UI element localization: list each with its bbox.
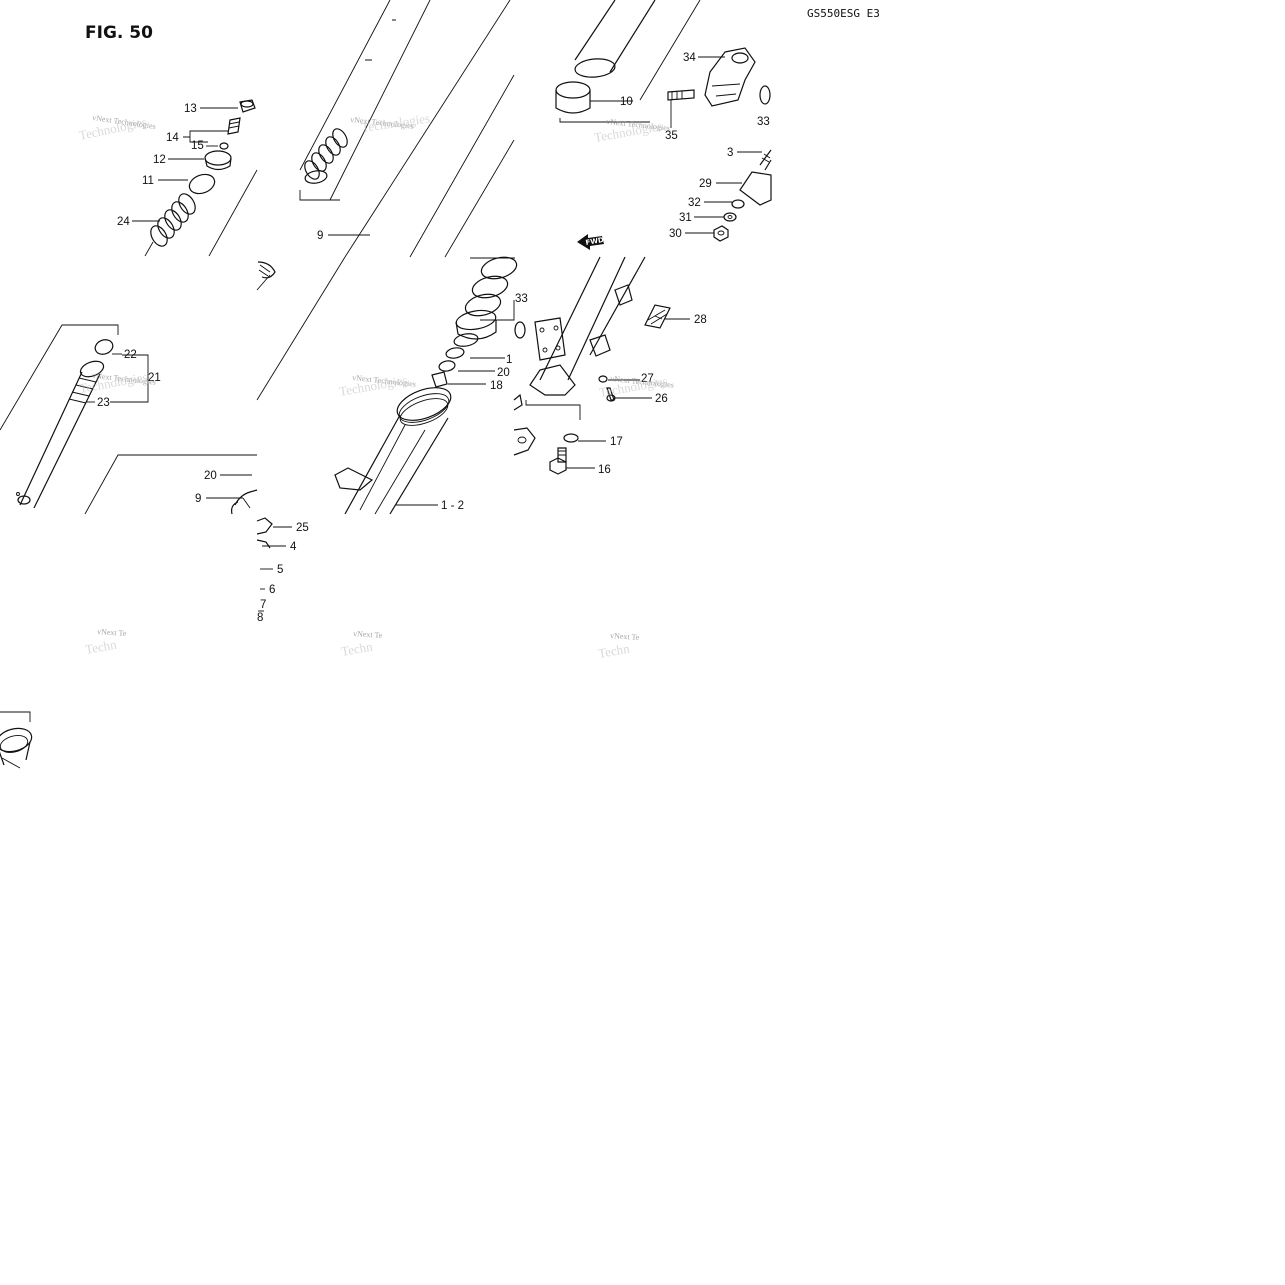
- watermark: vNext Te: [97, 627, 127, 638]
- watermark: Technologies: [360, 110, 431, 134]
- watermark: vNext Te: [353, 629, 383, 640]
- callout-16: 16: [598, 464, 611, 476]
- washer-part: [445, 347, 465, 359]
- fork-outline: [256, 256, 346, 401]
- stopper-bolt-part: [667, 89, 695, 101]
- callout-18: 18: [490, 380, 503, 392]
- watermark: Techn: [597, 641, 631, 661]
- damper-rod-part: [16, 360, 105, 509]
- watermark: Techn: [340, 639, 374, 659]
- reflector-part: [644, 304, 671, 329]
- damper-spring-part: [304, 128, 348, 184]
- piston-ring-part: [94, 339, 114, 355]
- oil-lock-piece-part: [231, 489, 258, 515]
- rebound-spring-part: [464, 256, 518, 317]
- callout-31: 31: [679, 212, 692, 224]
- oil-seal-part: [455, 309, 497, 340]
- callout-9: 8: [257, 612, 263, 624]
- callout-11: 11: [142, 175, 154, 187]
- callout-33: 33: [757, 116, 770, 128]
- callout-14: 14: [166, 132, 179, 144]
- cap-bolt-part: [239, 99, 256, 113]
- nut-part: [713, 225, 729, 242]
- callout-29: 29: [699, 178, 712, 190]
- gasket-part: [563, 433, 579, 443]
- callout-4: 9: [195, 493, 201, 505]
- callout-9: 9: [317, 230, 323, 242]
- callout-23: 23: [97, 397, 110, 409]
- callout-27: 27: [641, 373, 654, 385]
- gasket-part: [514, 321, 526, 339]
- spring-seat-part: [0, 711, 33, 769]
- callout-3: 3: [727, 147, 733, 159]
- bushing-part: [555, 81, 591, 114]
- callout-15: 15: [191, 140, 204, 152]
- figure-title: FIG. 50: [85, 23, 153, 43]
- axle-holder-part: [513, 427, 536, 456]
- callout-28: 28: [694, 314, 707, 326]
- callout-8: 6: [269, 584, 275, 596]
- spring-washer-part: [731, 199, 745, 209]
- callout-12: 12: [153, 154, 166, 166]
- adjuster-screw-part: [227, 117, 241, 135]
- outer-tube-part: [525, 256, 646, 420]
- callout-6: 4: [290, 541, 297, 553]
- callout-34: 34: [683, 52, 696, 64]
- fork-spring-part: [150, 193, 196, 247]
- fork-outer-tube-outline: [299, 0, 515, 258]
- oil-lock-piece-part: [256, 517, 273, 549]
- axle-holder-part: [704, 47, 756, 107]
- inner-tube-part: [574, 0, 656, 78]
- washer-part: [453, 333, 479, 347]
- callout-35: 35: [665, 130, 678, 142]
- seal-ring-part: [188, 173, 216, 195]
- fork-cap-part: [204, 150, 232, 171]
- callout-26: 26: [655, 393, 668, 405]
- callout-1: 1: [506, 354, 512, 366]
- axle-cap-part: [739, 171, 772, 206]
- svg-text:FWD: FWD: [585, 236, 605, 247]
- watermark: Techn: [84, 637, 118, 657]
- callout-21: 21: [148, 372, 161, 384]
- callout-13: 13: [184, 103, 197, 115]
- cylinder-part: [334, 371, 452, 515]
- leader-line: [183, 130, 228, 143]
- fwd-arrow-icon: FWD: [577, 234, 605, 250]
- leader-bracket: [480, 300, 515, 321]
- callout-20: 7: [260, 599, 266, 611]
- callout-25: 20: [204, 470, 217, 482]
- allen-bolt-part: [549, 447, 567, 475]
- callout-17: 17: [610, 436, 623, 448]
- callout-33: 33: [515, 293, 528, 305]
- fork-outline: [559, 0, 701, 123]
- callout-20: 20: [497, 367, 510, 379]
- axle-stud-part: [759, 149, 772, 171]
- callout-22: 22: [124, 349, 137, 361]
- leader-bracket: [110, 354, 149, 403]
- cylinder-seat-part: [256, 261, 276, 291]
- o-ring-part: [219, 142, 229, 150]
- callout-10: 10: [620, 96, 633, 108]
- plain-washer-part: [723, 212, 737, 222]
- callout-30: 30: [669, 228, 682, 240]
- fork-tube-outline: [144, 169, 258, 257]
- callout-24: 24: [117, 216, 130, 228]
- drain-screw-part: [513, 393, 523, 411]
- watermark: vNext Te: [610, 631, 640, 642]
- callout-5: 25: [296, 522, 309, 534]
- model-code: GS550ESG E3: [807, 7, 880, 20]
- callout-7: 5: [277, 564, 283, 576]
- washer-part: [759, 85, 771, 105]
- o-ring-part: [438, 360, 456, 372]
- callout-1-2: 1 - 2: [441, 500, 464, 512]
- gasket-part: [598, 375, 608, 383]
- fork-outline: [84, 454, 257, 515]
- fork-outline: [0, 324, 119, 431]
- callout-32: 32: [688, 197, 701, 209]
